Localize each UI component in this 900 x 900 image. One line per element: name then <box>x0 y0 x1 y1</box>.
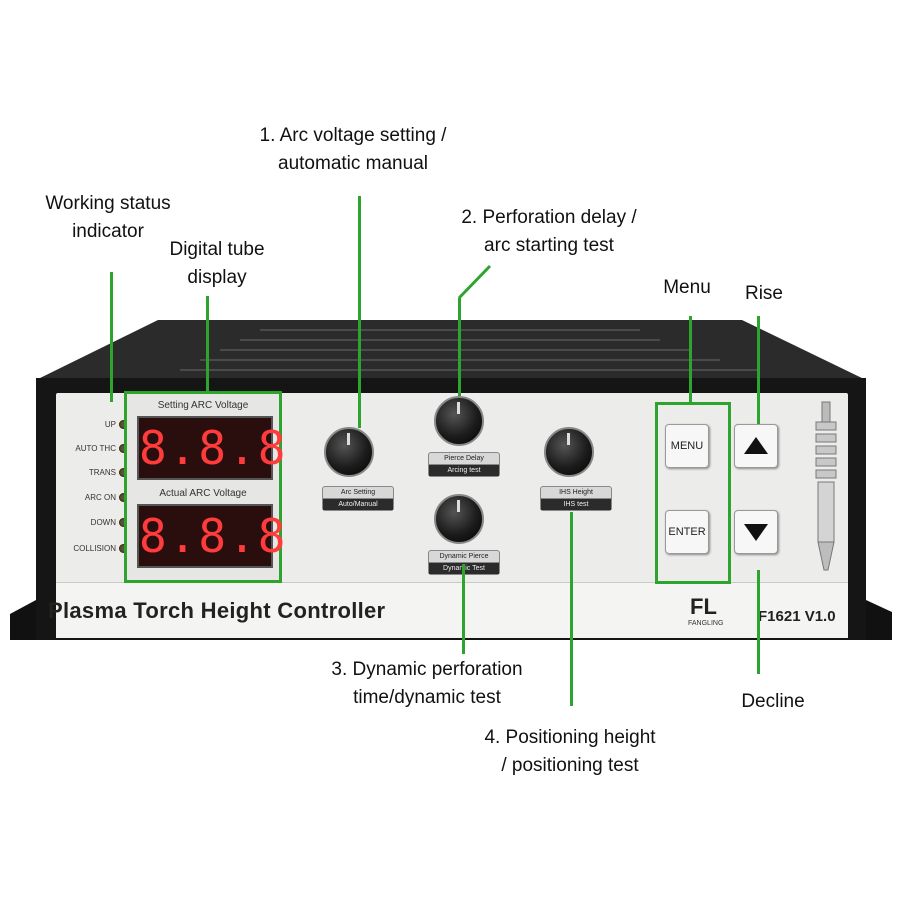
pierce-delay-knob[interactable] <box>434 396 484 446</box>
indicator-collision: COLLISION <box>56 542 128 556</box>
decline-button[interactable] <box>734 510 778 554</box>
callout-working-line2: indicator <box>72 221 144 242</box>
dynamic-pierce-knob[interactable] <box>434 494 484 544</box>
torch-icon <box>815 401 837 571</box>
indicator-down: DOWN <box>56 516 128 530</box>
indicator-arc-on: ARC ON <box>56 491 128 505</box>
callout-perforation-delay: 2. Perforation delay / arc starting test <box>424 204 674 260</box>
brand-logo: FL <box>690 594 717 619</box>
led-icon <box>119 444 128 453</box>
callout-perforation-line1: 2. Perforation delay / <box>461 207 637 228</box>
actual-voltage-display: 8.8.8 <box>137 504 285 568</box>
menu-button[interactable]: MENU <box>665 424 709 468</box>
callout-menu: Menu <box>663 277 711 298</box>
device-title: Plasma Torch Height Controller <box>48 598 386 623</box>
callout-line-digital-tube <box>206 296 209 392</box>
callout-line-dynamic <box>462 564 465 654</box>
brand-subtitle: FANGLING <box>688 620 724 627</box>
callout-digital-line1: Digital tube <box>169 239 265 260</box>
callout-dynamic-line2: time/dynamic test <box>353 687 501 708</box>
led-icon <box>119 493 128 502</box>
indicator-trans: TRANS <box>56 466 128 480</box>
setting-voltage-label: Setting ARC Voltage <box>157 400 249 411</box>
digital-tube-display: Setting ARC Voltage 8.8.8 Actual ARC Vol… <box>124 391 285 583</box>
callout-dynamic-perforation: 3. Dynamic perforation time/dynamic test <box>300 656 554 712</box>
callout-line-positioning <box>570 512 573 706</box>
actual-voltage-label: Actual ARC Voltage <box>159 488 247 499</box>
callout-arc-voltage-line2: automatic manual <box>278 153 428 174</box>
model-number: F1621 V1.0 <box>758 608 836 625</box>
callout-positioning-line1: 4. Positioning height <box>484 727 656 748</box>
callout-rise: Rise <box>744 283 783 304</box>
callout-digital-line2: display <box>187 267 247 288</box>
menu-enter-group <box>655 402 731 584</box>
ihs-height-knob[interactable] <box>544 427 594 477</box>
callout-working-status: Working status indicator <box>18 190 198 246</box>
setting-voltage-display: 8.8.8 <box>137 416 285 480</box>
led-icon <box>119 544 128 553</box>
callout-perforation-line2: arc starting test <box>484 235 614 256</box>
callout-arc-voltage-line1: 1. Arc voltage setting / <box>259 125 447 146</box>
callout-line-menu <box>689 316 692 404</box>
callout-line-arc-voltage <box>358 196 361 428</box>
enter-button[interactable]: ENTER <box>665 510 709 554</box>
up-arrow-icon <box>744 437 768 454</box>
callout-line-working-status <box>110 272 113 402</box>
led-icon <box>119 468 128 477</box>
callout-positioning-line2: / positioning test <box>501 755 639 776</box>
indicator-up: UP <box>56 418 128 432</box>
callout-dynamic-line1: 3. Dynamic perforation <box>331 659 523 680</box>
callout-line-rise <box>757 316 760 424</box>
callout-working-line1: Working status <box>45 193 171 214</box>
callout-line-perforation <box>458 298 461 396</box>
led-icon <box>119 518 128 527</box>
callout-digital-tube: Digital tube display <box>142 236 292 292</box>
callout-positioning-height: 4. Positioning height / positioning test <box>450 724 690 780</box>
down-arrow-icon <box>744 524 768 541</box>
callout-decline: Decline <box>741 691 805 712</box>
rise-button[interactable] <box>734 424 778 468</box>
callout-line-decline <box>757 570 760 674</box>
arc-setting-knob[interactable] <box>324 427 374 477</box>
led-icon <box>119 420 128 429</box>
panel-title-strip <box>56 582 848 638</box>
callout-arc-voltage: 1. Arc voltage setting / automatic manua… <box>238 122 468 178</box>
indicator-auto-thc: AUTO THC <box>56 442 128 456</box>
